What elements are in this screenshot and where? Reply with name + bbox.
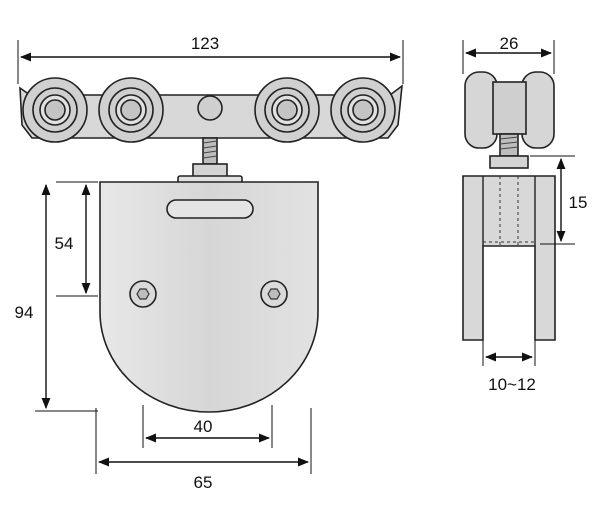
front-view: 123 54 94 40 65 xyxy=(15,34,404,492)
threaded-stud xyxy=(202,137,218,165)
dimension-plate-height: 94 xyxy=(15,183,98,412)
label-40: 40 xyxy=(194,417,213,436)
side-nut xyxy=(489,155,529,169)
label-15: 15 xyxy=(569,193,588,212)
side-view: 26 15 10~12 xyxy=(462,34,588,394)
dimension-plate-width: 65 xyxy=(95,408,312,492)
dimension-roller-width: 26 xyxy=(462,34,555,74)
roller-1 xyxy=(22,77,88,143)
dimension-total-width: 123 xyxy=(17,34,404,84)
roller-4 xyxy=(330,77,396,143)
label-54: 54 xyxy=(55,234,74,253)
plate-slot xyxy=(166,199,254,219)
side-u-clamp xyxy=(462,175,556,341)
dimension-stud-length: 15 xyxy=(530,155,588,245)
side-threaded-stud xyxy=(499,133,519,157)
roller-2 xyxy=(98,77,164,143)
dimension-plate-upper: 54 xyxy=(55,181,98,297)
label-123: 123 xyxy=(191,34,219,53)
glass-clamp-plate xyxy=(99,181,319,413)
dimension-hole-spacing: 40 xyxy=(142,405,273,448)
mounting-hole-left xyxy=(129,280,157,308)
roller-3 xyxy=(254,77,320,143)
label-10-12: 10~12 xyxy=(488,375,536,394)
label-65: 65 xyxy=(194,473,213,492)
side-hub xyxy=(492,81,527,135)
label-26: 26 xyxy=(500,34,519,53)
side-hidden-lines xyxy=(483,176,535,246)
dimension-glass-range: 10~12 xyxy=(482,340,536,394)
label-94: 94 xyxy=(15,303,34,322)
center-hole xyxy=(197,95,223,121)
mounting-hole-right xyxy=(260,280,288,308)
